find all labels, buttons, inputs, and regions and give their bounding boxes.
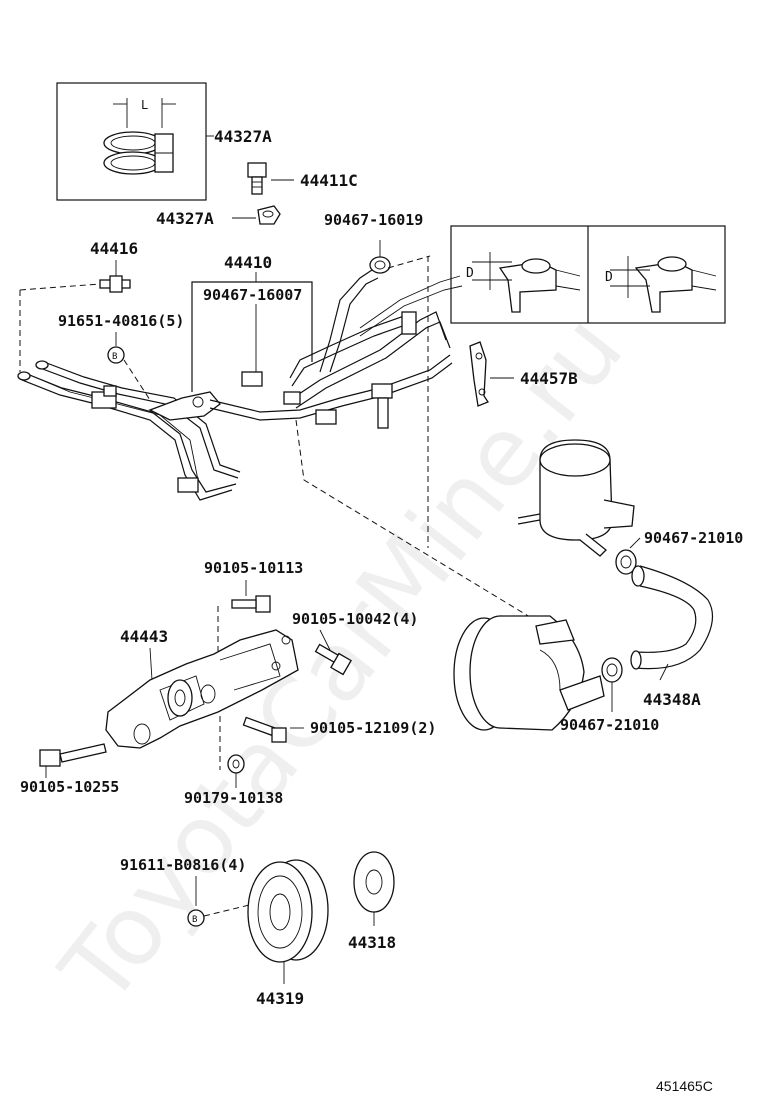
- inset-label-d-right: D: [605, 270, 613, 285]
- pulley-44319: [247, 859, 329, 963]
- bolt-b-icon-pulley: [187, 909, 205, 927]
- return-hose-44348a: [630, 565, 714, 670]
- label-44416: 44416: [90, 239, 138, 258]
- label-90179-10138: 90179-10138: [184, 789, 283, 807]
- label-90467-21010-top: 90467-21010: [644, 529, 743, 547]
- pump-bracket-44443: [105, 629, 299, 749]
- label-91611-b0816: 91611-B0816(4): [120, 856, 246, 874]
- label-44443: 44443: [120, 627, 168, 646]
- label-44411c: 44411C: [300, 171, 358, 190]
- label-90105-10042: 90105-10042(4): [292, 610, 418, 628]
- label-44348a: 44348A: [643, 690, 701, 709]
- vane-pump: [453, 615, 605, 731]
- hose-clip-90467-21010-top: [615, 549, 637, 575]
- label-90467-16007: 90467-16007: [203, 286, 302, 304]
- label-91651-40816: 91651-40816(5): [58, 312, 184, 330]
- diagram-reference: 451465C: [656, 1078, 713, 1094]
- label-90105-10255: 90105-10255: [20, 778, 119, 796]
- bolt-44411c: [247, 162, 267, 195]
- label-44410: 44410: [224, 253, 272, 272]
- label-44327a: 44327A: [156, 209, 214, 228]
- hose-clip-90467-16019: [369, 256, 391, 274]
- hose-clip-90467-21010-bottom: [601, 657, 623, 683]
- union-44416: [99, 275, 131, 293]
- washer-90179-10138: [227, 754, 245, 774]
- plate-44318: [353, 851, 395, 913]
- inset-label-d-left: D: [466, 266, 474, 281]
- clamp-44327a: [257, 205, 281, 225]
- label-44327a-inset: 44327A: [214, 127, 272, 146]
- inset-label-l: L: [141, 98, 148, 112]
- bracket-44457b: [469, 341, 489, 407]
- svg-text:B: B: [112, 352, 117, 362]
- label-44318: 44318: [348, 933, 396, 952]
- label-44319: 44319: [256, 989, 304, 1008]
- svg-text:B: B: [192, 915, 197, 925]
- bolt-90105-10113: [231, 595, 271, 613]
- pressure-tube-assembly: [17, 269, 463, 501]
- bolt-b-icon: [107, 346, 125, 364]
- bolt-90105-10255: [39, 743, 107, 767]
- label-90467-16019: 90467-16019: [324, 211, 423, 229]
- bracket-inset: D D: [450, 225, 726, 324]
- reservoir: [517, 439, 635, 557]
- label-90467-21010-bottom: 90467-21010: [560, 716, 659, 734]
- clamp-inset: L: [56, 82, 207, 201]
- label-44457b: 44457B: [520, 369, 578, 388]
- label-90105-10113: 90105-10113: [204, 559, 303, 577]
- label-90105-12109: 90105-12109(2): [310, 719, 436, 737]
- bolt-90105-10042: [314, 643, 352, 676]
- bolt-90105-12109: [242, 716, 287, 743]
